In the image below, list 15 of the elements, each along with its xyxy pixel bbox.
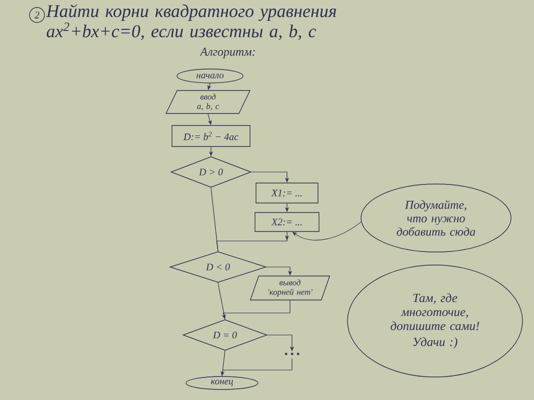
process-box: X2:= ...	[254, 212, 320, 232]
terminal-oval: начало	[176, 68, 244, 84]
speech-oval: Там, где многоточие, допишите сами! Удачи :)	[347, 264, 523, 378]
connector-line	[222, 350, 226, 376]
title: Найти корни квадратного уравнения ax$^{2}$+bx+c=0, если известны a, b, c	[46, 4, 336, 40]
io-parallelogram: вывод 'корней нет'	[250, 276, 330, 300]
ellipsis-dots: • • •	[284, 352, 300, 356]
speech-oval: Подумайте, что нужно добавить сюда	[360, 184, 512, 252]
process-box: X1:= ...	[256, 182, 318, 204]
process-box: D:= b$^{2}$ − 4ac	[172, 125, 250, 147]
arrow	[216, 232, 290, 252]
heading-text: Алгоритм:	[200, 48, 255, 58]
connector-line	[218, 282, 226, 320]
terminal-oval: конец	[186, 376, 258, 390]
circled-number: 2	[29, 7, 45, 23]
